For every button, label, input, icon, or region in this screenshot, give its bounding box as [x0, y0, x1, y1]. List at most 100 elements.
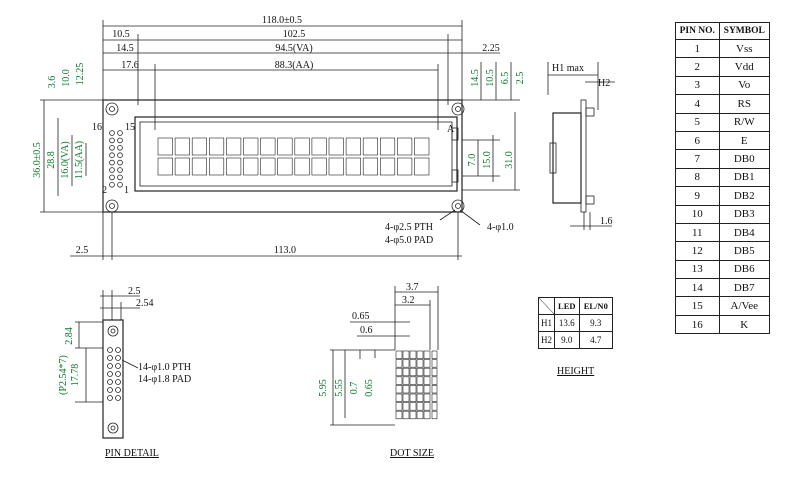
- header-pin: [109, 159, 115, 166]
- pin-detail-strip: [102, 319, 124, 439]
- character-cell: [294, 157, 310, 176]
- height-cell: 9.0: [553, 331, 580, 349]
- detail-pin: [115, 371, 121, 377]
- detail-pin: [107, 387, 113, 393]
- height-row-label: H2: [538, 331, 555, 349]
- pin-symbol: DB0: [718, 149, 771, 169]
- detail-pin: [115, 363, 121, 369]
- dim-bottom-offset: 2.5: [76, 245, 89, 256]
- header-pin: [117, 145, 123, 151]
- header-pin: [117, 130, 123, 136]
- pin-symbol: K: [718, 314, 771, 335]
- dot-cell: [409, 385, 417, 394]
- height-cell: 9.3: [578, 314, 614, 332]
- mounting-hole-tl: [105, 102, 119, 116]
- header-pin: [117, 159, 123, 166]
- character-cell: [397, 157, 413, 176]
- dim-offset-left: 10.5: [112, 29, 130, 40]
- character-cell: [362, 157, 379, 176]
- pin-table-header-symbol: SYMBOL: [718, 22, 771, 40]
- dot-cell: [402, 393, 410, 402]
- dot-cell: [431, 402, 438, 411]
- side-module-body: [552, 112, 582, 204]
- dim-right-2: 10.5: [485, 69, 496, 87]
- character-cell: [328, 157, 344, 176]
- dot-cell: [402, 350, 410, 359]
- dim-mount-pitch: 102.5: [283, 29, 306, 40]
- pin-number: 8: [675, 167, 720, 188]
- dot-cell: [431, 393, 438, 402]
- dot-cell: [395, 367, 403, 377]
- pin-detail-caption: PIN DETAIL: [105, 448, 159, 459]
- pin-dim-1: 2.5: [128, 286, 141, 297]
- pin-symbol: DB6: [718, 259, 771, 280]
- dot-cell: [423, 376, 431, 385]
- pin-number: 14: [675, 278, 720, 298]
- dim-left-1: 3.6: [47, 76, 58, 89]
- character-cell: [362, 137, 379, 156]
- pin-number: 3: [675, 75, 720, 96]
- height-caption: HEIGHT: [557, 366, 594, 377]
- pin-dim-2: 2.54: [136, 298, 154, 309]
- dim-aa-offset: 17.6: [121, 60, 139, 71]
- pin-number: 15: [675, 296, 720, 316]
- bezel: [134, 116, 458, 192]
- pin-number: 10: [675, 204, 720, 224]
- dot-cell: [395, 359, 403, 368]
- detail-pin: [107, 355, 113, 361]
- pin-label-16: 16: [92, 122, 102, 133]
- character-cell: [174, 157, 190, 176]
- character-cell: [277, 137, 293, 156]
- dot-cell: [423, 393, 431, 402]
- character-cell: [226, 157, 242, 176]
- dot-dim-width: 3.7: [406, 282, 419, 293]
- pin-number: 7: [675, 149, 720, 169]
- detail-pin: [107, 347, 113, 353]
- dim-va-width: 94.5(VA): [275, 43, 312, 54]
- header-pin: [117, 182, 123, 188]
- header-pin: [109, 145, 115, 151]
- dot-cell: [395, 376, 403, 385]
- character-cell: [277, 157, 293, 176]
- pin-note-pth: 14-φ1.0 PTH: [138, 362, 191, 373]
- character-cell: [345, 157, 361, 176]
- dot-cell: [402, 410, 410, 420]
- character-cell: [414, 157, 430, 176]
- dot-cell: [409, 350, 417, 359]
- dot-cell: [409, 410, 417, 420]
- dim-va-offset: 14.5: [116, 43, 134, 54]
- pin-symbol: DB3: [718, 204, 771, 224]
- height-header-el: EL/N0: [578, 297, 614, 315]
- dot-cell: [431, 359, 438, 368]
- header-pin: [109, 167, 115, 173]
- pin-symbol: DB7: [718, 278, 771, 298]
- character-cell: [243, 157, 259, 176]
- character-cell: [294, 137, 310, 156]
- dim-right-v2: 15.0: [482, 151, 493, 169]
- dot-cell: [416, 402, 424, 411]
- dot-cell: [416, 350, 424, 359]
- dot-cell: [431, 367, 438, 377]
- character-cell: [191, 157, 207, 176]
- pin-symbol: E: [718, 130, 771, 151]
- note-hole: 4-φ1.0: [487, 222, 514, 233]
- pin-dim-3: 2.84: [64, 327, 75, 345]
- dim-right-offset: 2.25: [482, 43, 500, 54]
- pin-number: 16: [675, 314, 720, 335]
- pin-symbol: Vo: [718, 75, 771, 96]
- note-pth: 4-φ2.5 PTH: [385, 222, 433, 233]
- dot-cell: [431, 410, 438, 420]
- detail-pin: [107, 395, 113, 401]
- pin-dim-4: (P2.54*7): [58, 355, 69, 395]
- header-pin: [109, 182, 115, 188]
- dot-cell: [402, 359, 410, 368]
- dot-cell: [395, 393, 403, 402]
- dim-left-2: 10.0: [61, 69, 72, 87]
